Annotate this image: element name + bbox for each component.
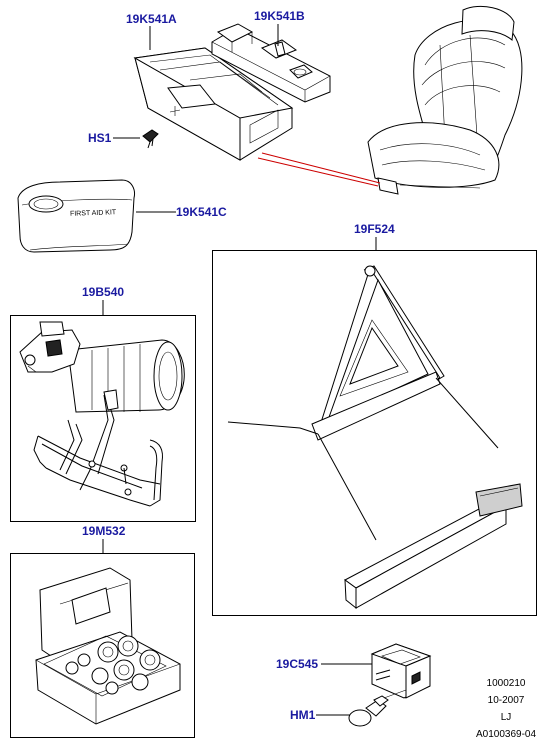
warning-triangle-frame bbox=[212, 250, 537, 616]
callout-19F524: 19F524 bbox=[354, 222, 395, 236]
reference-number: 1000210 bbox=[486, 678, 526, 689]
callout-19K541A: 19K541A bbox=[126, 12, 177, 26]
first-aid-housing-illustration bbox=[133, 47, 294, 161]
clip-illustration bbox=[370, 643, 432, 699]
reference-id: A0100369-04 bbox=[475, 729, 537, 740]
seat-illustration bbox=[367, 6, 523, 195]
first-aid-kit-illustration bbox=[17, 179, 135, 253]
callout-19M532: 19M532 bbox=[82, 524, 126, 538]
reference-code: LJ bbox=[500, 712, 512, 723]
location-pointer bbox=[257, 152, 381, 187]
first-aid-bracket-illustration bbox=[211, 23, 331, 103]
bulb-kit-frame bbox=[10, 553, 195, 738]
leader-lines bbox=[102, 24, 377, 716]
fire-extinguisher-illustration bbox=[19, 321, 185, 507]
bulb-kit-illustration bbox=[35, 567, 181, 725]
warning-triangle-illustration bbox=[227, 265, 523, 610]
callout-19B540: 19B540 bbox=[82, 285, 125, 299]
callout-HS1: HS1 bbox=[88, 131, 112, 145]
callout-19K541B: 19K541B bbox=[254, 9, 305, 23]
callout-19C545: 19C545 bbox=[276, 657, 319, 671]
reference-date: 10-2007 bbox=[487, 695, 525, 706]
fire-extinguisher-frame bbox=[10, 315, 196, 522]
fastener-illustration bbox=[348, 689, 407, 727]
callout-HM1: HM1 bbox=[290, 708, 316, 722]
reference-block: 1000210 10-2007 LJ A0100369-04 bbox=[466, 675, 546, 743]
callout-19K541C: 19K541C bbox=[176, 205, 227, 219]
screw-illustration bbox=[142, 129, 159, 149]
